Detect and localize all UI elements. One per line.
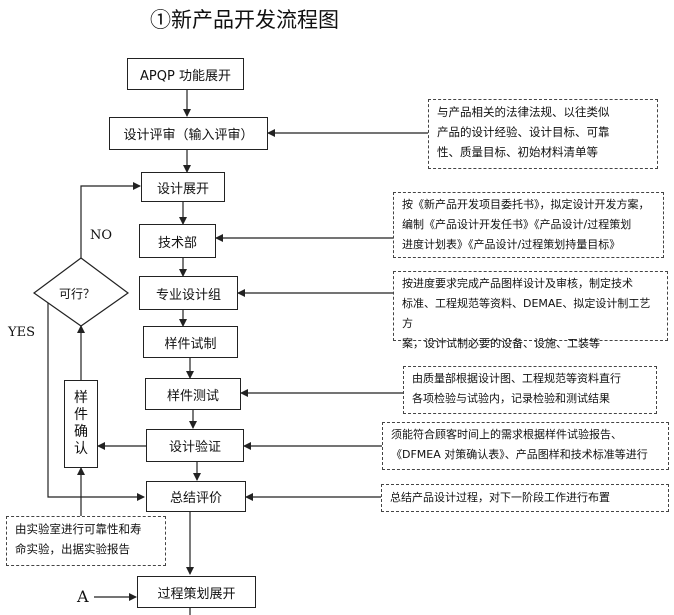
box-tech-dept: 技术部 <box>139 224 216 258</box>
feasible-label: 可行？ <box>59 287 96 301</box>
note-review-inputs: 与产品相关的法律法规、以往类似 产品的设计经验、设计目标、可靠 性、质量目标、初… <box>428 99 658 169</box>
note-line: 按进度要求完成产品图样设计及审核，制定技术 <box>402 277 633 290</box>
note-summary-next: 总结产品设计过程，对下一阶段工作进行布置 <box>381 484 669 512</box>
box-design-verify: 设计验证 <box>146 429 244 462</box>
note-line: 总结产品设计过程，对下一阶段工作进行布置 <box>390 491 610 504</box>
note-line: 案，设计试制必要的设备、设施、工装等 <box>402 337 600 350</box>
no-label: NO <box>90 228 113 243</box>
diagram-title: ①新产品开发流程图 <box>150 8 339 32</box>
sample-confirm-label: 样件确认 <box>74 390 88 457</box>
box-sample-test: 样件测试 <box>145 378 241 410</box>
note-line: 按《新产品开发项目委托书》，拟定设计开发方案， <box>402 198 650 211</box>
box-process-planning: 过程策划展开 <box>137 576 256 608</box>
note-tech-plan: 按《新产品开发项目委托书》，拟定设计开发方案， 编制《产品设计开发任书》《产品设… <box>393 192 664 258</box>
box-apqp: APQP 功能展开 <box>127 58 244 90</box>
note-design-tasks: 按进度要求完成产品图样设计及审核，制定技术 标准、工程规范等资料、DEMAE、拟… <box>393 271 668 350</box>
note-line: 编制《产品设计开发任书》《产品设计/过程策划 <box>402 218 632 231</box>
note-lab-report: 由实验室进行可靠性和寿 命实验，出据实验报告 <box>6 516 166 566</box>
note-line: 标准、工程规范等资料、DEMAE、拟定设计制工艺方 <box>402 297 651 330</box>
note-line: 《DFMEA 对策确认表》、产品图样和技术标准等进行 <box>391 448 648 461</box>
note-quality-test: 由质量部根据设计图、工程规范等资料直行 各项检验与试验内，记录检验和测试结果 <box>403 366 657 414</box>
box-sample-trial: 样件试制 <box>143 326 238 358</box>
note-line: 产品的设计经验、设计目标、可靠 <box>437 125 610 139</box>
box-design-group: 专业设计组 <box>139 276 238 310</box>
a-connector-label: A <box>77 587 89 606</box>
box-sample-confirm <box>64 380 98 468</box>
note-line: 各项检验与试验内，记录检验和测试结果 <box>412 392 610 405</box>
arrow-no-to-design <box>80 182 141 258</box>
yes-label: YES <box>8 325 35 340</box>
box-design-review: 设计评审（输入评审） <box>109 117 268 150</box>
note-customer-req: 须能符合顾客时间上的需求根据样件试验报告、 《DFMEA 对策确认表》、产品图样… <box>382 422 669 470</box>
note-line: 由实验室进行可靠性和寿 <box>15 522 142 536</box>
box-design-start: 设计展开 <box>141 172 225 202</box>
note-line: 由质量部根据设计图、工程规范等资料直行 <box>412 372 621 385</box>
note-line: 与产品相关的法律法规、以往类似 <box>437 105 610 119</box>
note-line: 命实验，出据实验报告 <box>15 542 130 556</box>
note-line: 进度计划表》《产品设计/过程策划持量目标》 <box>402 238 621 251</box>
note-line: 须能符合顾客时间上的需求根据样件试验报告、 <box>391 428 622 441</box>
feasible-diamond <box>32 257 130 327</box>
box-summary: 总结评价 <box>146 481 246 512</box>
note-line: 性、质量目标、初始材料清单等 <box>437 145 598 159</box>
